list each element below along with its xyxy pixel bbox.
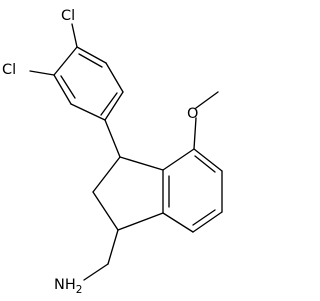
bond-c3-c4-inner bbox=[100, 92, 118, 116]
bond-ch-upper-ring bbox=[119, 156, 164, 171]
oxygen-label: O bbox=[187, 106, 198, 122]
bond-ring-oxygen bbox=[193, 117, 197, 150]
bond-aryl-link bbox=[104, 119, 121, 158]
bond-c1-c2 bbox=[76, 46, 107, 64]
bond-ch-lower-ring bbox=[117, 212, 164, 231]
methoxy-group: O bbox=[187, 91, 219, 150]
aminomethyl-group: NH2 bbox=[54, 229, 119, 296]
bond-c1-c2-inner bbox=[78, 53, 103, 68]
bond-c5-c6-inner bbox=[60, 75, 76, 99]
bond-c5-c6 bbox=[53, 74, 72, 105]
bond-a4-a5 bbox=[192, 211, 223, 233]
bond-a2-a3 bbox=[193, 148, 223, 172]
bond-c2-c3 bbox=[105, 62, 124, 93]
bond-c4-c5 bbox=[70, 103, 106, 121]
bond-a4-a5-inner bbox=[192, 209, 216, 226]
bond-c6-c1 bbox=[53, 46, 78, 76]
chlorine-label-left: Cl bbox=[2, 62, 16, 78]
bond-oxygen-methyl bbox=[195, 91, 219, 109]
amine-label: NH2 bbox=[54, 277, 82, 296]
bond-a1-a2 bbox=[162, 148, 195, 171]
chlorine-label-top: Cl bbox=[61, 8, 75, 24]
bond-ch2-nitrogen bbox=[83, 263, 109, 281]
chlorine-substituents: Cl Cl bbox=[2, 8, 78, 78]
bond-cl-left bbox=[29, 70, 55, 76]
bond-a2-a3-inner bbox=[194, 155, 216, 173]
bond-cl-top bbox=[71, 23, 78, 48]
bond-ch-ch2-amine bbox=[107, 229, 119, 265]
fused-benzene-ring bbox=[162, 148, 223, 233]
dichlorophenyl-ring bbox=[53, 46, 124, 121]
indane-core bbox=[92, 119, 164, 231]
bond-ch2-ch-lower bbox=[92, 191, 119, 231]
molecule-structure: Cl Cl O NH2 bbox=[2, 8, 223, 296]
bond-a5-a6 bbox=[162, 212, 194, 233]
bond-c3-c4 bbox=[104, 91, 124, 121]
bond-ch-ch2-upper bbox=[92, 156, 121, 193]
